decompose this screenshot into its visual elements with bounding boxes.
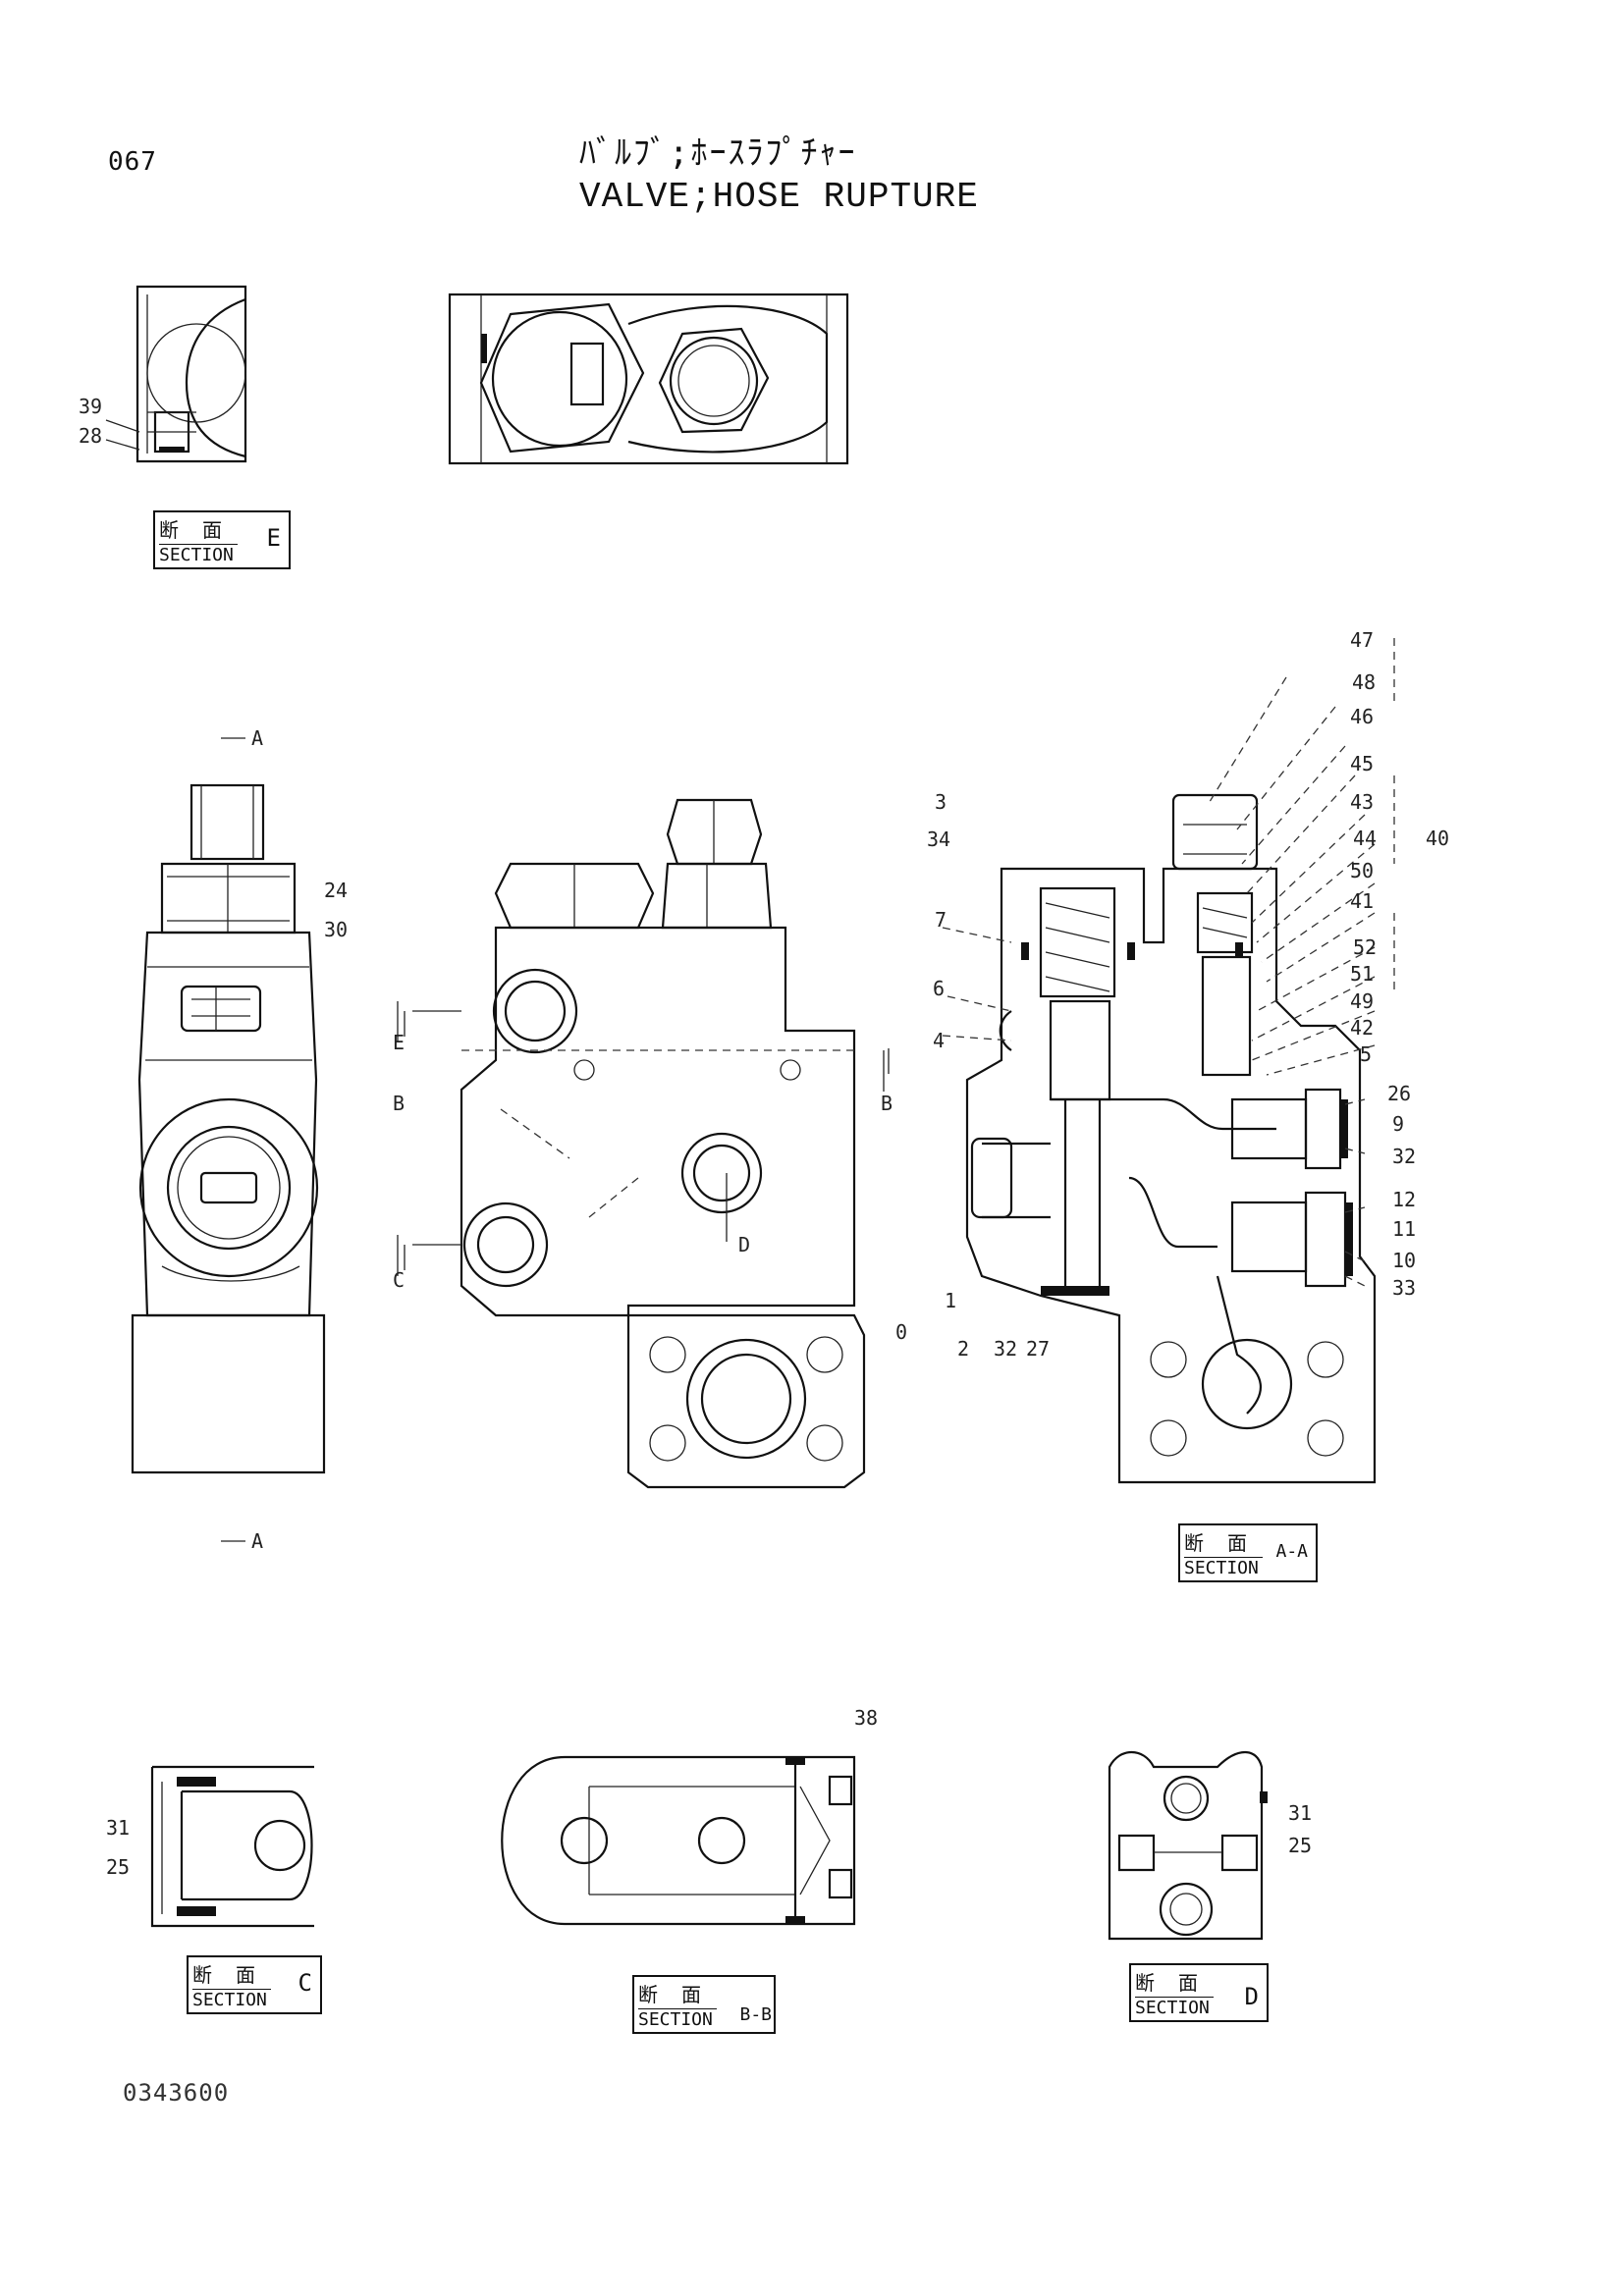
callout-30: 30 bbox=[324, 918, 349, 941]
view-marker-d: D bbox=[738, 1233, 751, 1256]
section-kanji: 断 面 bbox=[159, 518, 229, 542]
callout-44: 44 bbox=[1353, 827, 1378, 850]
callout-49: 49 bbox=[1350, 989, 1375, 1013]
section-aa-view bbox=[942, 638, 1395, 1484]
section-letter: B-B bbox=[739, 2004, 772, 2025]
callout-50: 50 bbox=[1350, 859, 1375, 882]
callout-51: 51 bbox=[1350, 962, 1375, 986]
callout-31-d: 31 bbox=[1288, 1801, 1313, 1825]
title-japanese: ﾊﾞﾙﾌﾞ;ﾎｰｽﾗﾌﾟﾁｬｰ bbox=[579, 133, 857, 173]
section-d-view bbox=[1108, 1751, 1268, 1941]
section-word: SECTION bbox=[159, 544, 238, 565]
callout-0: 0 bbox=[895, 1320, 908, 1344]
section-word: SECTION bbox=[192, 1989, 271, 2010]
callout-52: 52 bbox=[1353, 935, 1378, 959]
view-marker-a-top: A bbox=[251, 726, 264, 750]
section-letter: C bbox=[298, 1969, 312, 1997]
callout-25-d: 25 bbox=[1288, 1834, 1313, 1857]
callout-2: 2 bbox=[957, 1337, 970, 1361]
section-kanji: 断 面 bbox=[192, 1963, 262, 1987]
view-marker-a-bottom: A bbox=[251, 1529, 264, 1553]
callout-1: 1 bbox=[945, 1289, 957, 1312]
view-marker-b-left: B bbox=[393, 1092, 406, 1115]
callout-40: 40 bbox=[1426, 827, 1450, 850]
section-kanji: 断 面 bbox=[1135, 1971, 1205, 1995]
callout-26: 26 bbox=[1387, 1082, 1412, 1105]
section-kanji: 断 面 bbox=[1184, 1531, 1254, 1555]
section-word: SECTION bbox=[1184, 1557, 1263, 1578]
section-word: SECTION bbox=[1135, 1997, 1214, 2018]
section-label-d: 断 面 SECTION D bbox=[1129, 1963, 1269, 2022]
section-kanji: 断 面 bbox=[638, 1983, 708, 2006]
callout-48: 48 bbox=[1352, 670, 1377, 694]
title-english: VALVE;HOSE RUPTURE bbox=[579, 177, 979, 217]
callout-28: 28 bbox=[79, 424, 103, 448]
callout-38: 38 bbox=[854, 1706, 879, 1730]
callout-5: 5 bbox=[1360, 1042, 1373, 1066]
section-label-c: 断 面 SECTION C bbox=[187, 1955, 322, 2014]
callout-32-right: 32 bbox=[1392, 1145, 1417, 1168]
callout-33: 33 bbox=[1392, 1276, 1417, 1300]
section-label-e: 断 面 SECTION E bbox=[153, 510, 291, 569]
view-marker-b-right: B bbox=[881, 1092, 893, 1115]
section-label-aa: 断 面 SECTION A-A bbox=[1178, 1523, 1318, 1582]
page-number: 067 bbox=[108, 147, 157, 177]
callout-27: 27 bbox=[1026, 1337, 1051, 1361]
section-word: SECTION bbox=[638, 2008, 717, 2030]
callout-43: 43 bbox=[1350, 790, 1375, 814]
section-letter: D bbox=[1244, 1983, 1259, 2010]
section-letter: E bbox=[266, 524, 281, 552]
callout-31-c: 31 bbox=[106, 1816, 131, 1840]
view-marker-e: E bbox=[393, 1031, 406, 1054]
callout-10: 10 bbox=[1392, 1249, 1417, 1272]
callout-42: 42 bbox=[1350, 1016, 1375, 1040]
callout-34: 34 bbox=[927, 828, 951, 851]
side-view bbox=[397, 798, 885, 1489]
callout-25-c: 25 bbox=[106, 1855, 131, 1879]
callout-32-left: 32 bbox=[994, 1337, 1018, 1361]
section-c-view bbox=[150, 1765, 314, 1928]
callout-7: 7 bbox=[935, 908, 947, 932]
callout-24: 24 bbox=[324, 879, 349, 902]
section-bb-view bbox=[501, 1755, 856, 1926]
callout-4: 4 bbox=[933, 1029, 946, 1052]
callout-46: 46 bbox=[1350, 705, 1375, 728]
callout-47: 47 bbox=[1350, 628, 1375, 652]
callout-11: 11 bbox=[1392, 1217, 1417, 1241]
section-label-bb: 断 面 SECTION B-B bbox=[632, 1975, 776, 2034]
callout-41: 41 bbox=[1350, 889, 1375, 913]
top-view bbox=[448, 293, 849, 465]
section-letter: A-A bbox=[1275, 1541, 1308, 1562]
front-view bbox=[131, 783, 326, 1474]
section-e-view bbox=[105, 285, 247, 463]
callout-9: 9 bbox=[1392, 1112, 1405, 1136]
callout-39: 39 bbox=[79, 395, 103, 418]
drawing-code: 0343600 bbox=[123, 2079, 230, 2107]
callout-45: 45 bbox=[1350, 752, 1375, 775]
callout-6: 6 bbox=[933, 977, 946, 1000]
callout-3: 3 bbox=[935, 790, 947, 814]
callout-12: 12 bbox=[1392, 1188, 1417, 1211]
view-arrows bbox=[221, 737, 890, 1542]
view-marker-c: C bbox=[393, 1268, 406, 1292]
